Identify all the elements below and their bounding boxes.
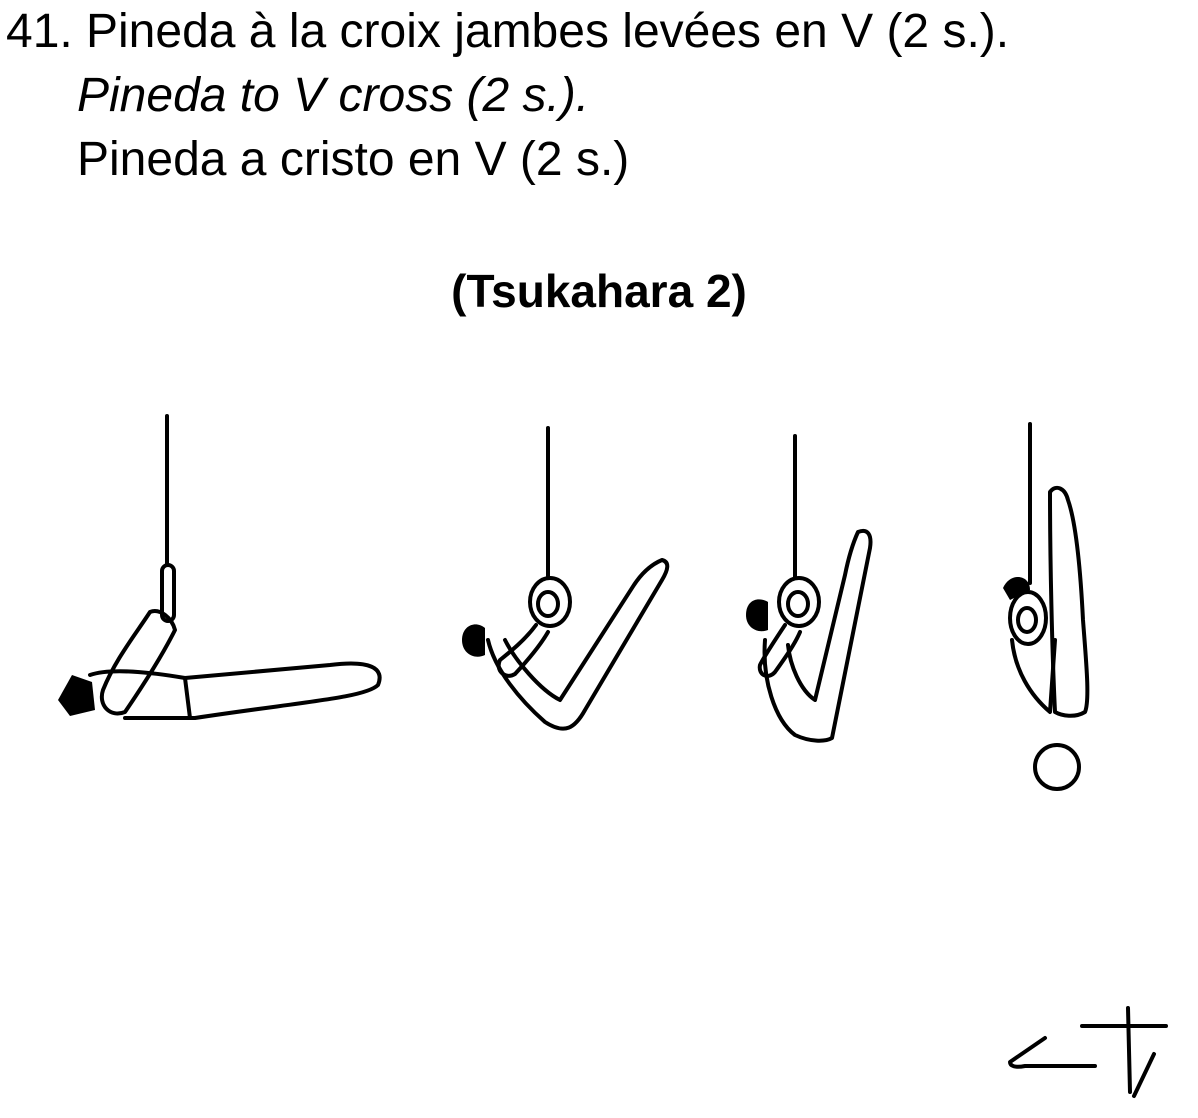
element-credit: (Tsukahara 2) [451,265,747,317]
element-number: 41. [6,5,73,58]
figure-1-l-support [58,414,382,720]
figure-4-inverted [1003,422,1090,791]
difficulty-symbol [1008,1006,1168,1098]
element-name-french: Pineda à la croix jambes levées en V (2 … [86,5,1010,58]
element-name-english: Pineda to V cross (2 s.). [77,69,590,122]
figure-2-v-position [462,426,670,731]
element-name-spanish: Pineda a cristo en V (2 s.) [77,133,630,186]
figure-3-pike-up [746,434,873,743]
